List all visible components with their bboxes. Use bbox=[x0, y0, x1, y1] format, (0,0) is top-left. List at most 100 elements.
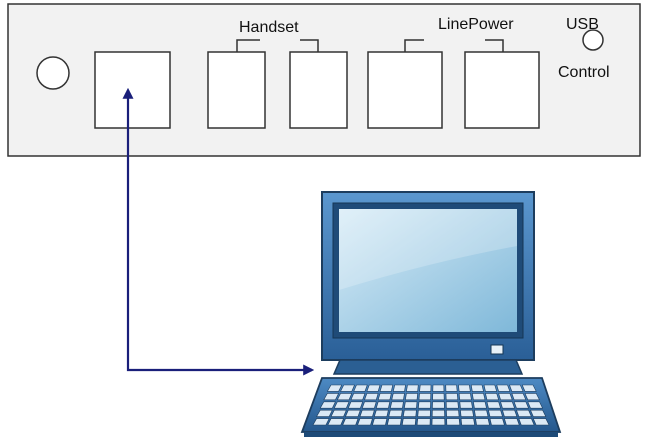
keyboard-key bbox=[474, 409, 489, 417]
keyboard-key bbox=[323, 393, 340, 401]
keyboard-key bbox=[483, 384, 498, 392]
keyboard-key bbox=[532, 418, 550, 426]
keyboard-key bbox=[445, 393, 459, 401]
keyboard-key bbox=[511, 393, 527, 401]
keyboard-key bbox=[446, 409, 460, 417]
keyboard-key bbox=[432, 393, 445, 401]
keyboard-key bbox=[379, 384, 394, 392]
line-port-notch bbox=[404, 39, 424, 52]
keyboard-icon bbox=[300, 377, 562, 437]
keyboard-key bbox=[432, 384, 445, 392]
keyboard-key bbox=[459, 401, 473, 409]
keyboard-key bbox=[471, 393, 486, 401]
keyboard-key bbox=[489, 418, 505, 426]
keyboard-key bbox=[509, 384, 524, 392]
keyboard-key bbox=[326, 384, 343, 392]
keyboard-key bbox=[391, 393, 405, 401]
keyboard-key bbox=[504, 418, 520, 426]
monitor-power-button bbox=[490, 344, 504, 355]
keyboard-key bbox=[488, 409, 503, 417]
keyboard-key bbox=[502, 409, 518, 417]
keyboard-key bbox=[496, 384, 511, 392]
keyboard-key bbox=[402, 409, 417, 417]
power-circle-icon bbox=[36, 56, 70, 90]
keyboard-key bbox=[312, 418, 330, 426]
line-power-label: LinePower bbox=[438, 16, 514, 33]
handset-port-1 bbox=[207, 51, 266, 129]
keyboard-key bbox=[361, 401, 377, 409]
keyboard-key bbox=[364, 393, 379, 401]
keyboard-key bbox=[485, 393, 500, 401]
keyboard-key bbox=[366, 384, 381, 392]
keyboard-key bbox=[333, 401, 350, 409]
keyboard-key bbox=[406, 384, 419, 392]
keyboard-key bbox=[357, 418, 373, 426]
keyboard-key bbox=[392, 384, 406, 392]
keyboard-key bbox=[417, 409, 431, 417]
keyboard-key bbox=[500, 401, 515, 409]
keyboard-key bbox=[458, 384, 471, 392]
ethernet-port bbox=[94, 51, 171, 129]
keyboard-key bbox=[347, 401, 364, 409]
control-label: Control bbox=[558, 64, 610, 81]
keyboard-key bbox=[336, 393, 353, 401]
connection-arrow bbox=[122, 87, 315, 376]
keyboard-key bbox=[375, 401, 391, 409]
keyboard-key bbox=[513, 401, 530, 409]
keyboard-key bbox=[403, 401, 418, 409]
monitor-screen bbox=[339, 209, 517, 332]
keyboard-key bbox=[530, 409, 547, 417]
keyboard-key bbox=[377, 393, 392, 401]
keyboard-key bbox=[316, 409, 333, 417]
keyboard-key bbox=[432, 401, 445, 409]
line-port bbox=[367, 51, 443, 129]
keyboard-key bbox=[319, 401, 336, 409]
keyboard-key bbox=[340, 384, 355, 392]
keyboard-key bbox=[405, 393, 418, 401]
keyboard-key bbox=[527, 401, 544, 409]
keyboard-key bbox=[431, 418, 446, 426]
keyboard-key bbox=[458, 393, 472, 401]
power-port-notch bbox=[485, 39, 504, 52]
keyboard-key bbox=[498, 393, 513, 401]
keyboard-key bbox=[330, 409, 347, 417]
keyboard-key bbox=[516, 409, 532, 417]
keyboard-key bbox=[350, 393, 366, 401]
keyboard-key bbox=[518, 418, 535, 426]
keyboard-key bbox=[373, 409, 389, 417]
handset-label: Handset bbox=[239, 19, 299, 36]
keyboard-key bbox=[460, 418, 475, 426]
monitor-icon bbox=[321, 191, 535, 375]
keyboard-key bbox=[401, 418, 417, 426]
keyboard-key bbox=[521, 384, 537, 392]
handset-port-1-notch bbox=[236, 39, 260, 52]
keyboard-key bbox=[486, 401, 501, 409]
keyboard-key bbox=[342, 418, 359, 426]
keyboard-key bbox=[431, 409, 445, 417]
keyboard-key bbox=[359, 409, 375, 417]
keyboard-key bbox=[446, 418, 461, 426]
monitor-stand bbox=[332, 359, 524, 375]
keyboard-key bbox=[460, 409, 474, 417]
keyboard-key bbox=[388, 409, 403, 417]
keyboard-key bbox=[345, 409, 361, 417]
keyboard-key bbox=[445, 401, 459, 409]
keyboard-key bbox=[418, 393, 432, 401]
keyboard-key bbox=[470, 384, 484, 392]
keyboard-key bbox=[419, 384, 432, 392]
usb-port-icon bbox=[582, 29, 604, 51]
power-port bbox=[464, 51, 540, 129]
keyboard-key bbox=[327, 418, 344, 426]
keyboard-key bbox=[473, 401, 487, 409]
keyboard-key bbox=[445, 384, 458, 392]
keyboard-key bbox=[353, 384, 368, 392]
keyboard-key bbox=[524, 393, 540, 401]
keyboard-key bbox=[372, 418, 388, 426]
keyboard-key bbox=[475, 418, 490, 426]
keyboard-key bbox=[386, 418, 402, 426]
keyboard-key bbox=[389, 401, 404, 409]
usb-label: USB bbox=[566, 16, 599, 33]
keyboard-key bbox=[418, 401, 431, 409]
